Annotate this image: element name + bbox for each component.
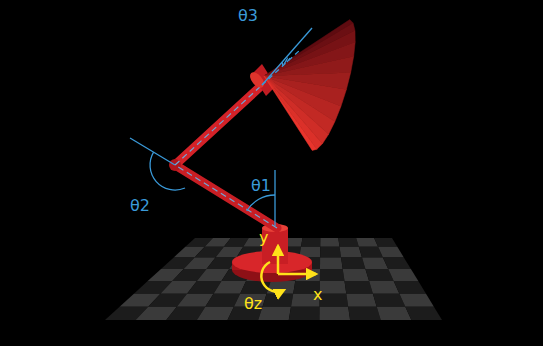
floor-tile xyxy=(341,257,365,269)
shade-facet xyxy=(264,76,317,150)
angle-label: θz xyxy=(244,296,262,312)
floor-tile xyxy=(320,269,345,281)
floor-tile xyxy=(301,238,320,247)
axis-label: x xyxy=(313,287,322,303)
shade-facet xyxy=(264,31,355,76)
floor-tile xyxy=(383,257,411,269)
floor-tile xyxy=(343,269,369,281)
floor-tile xyxy=(394,281,426,294)
axis-label: y xyxy=(259,230,268,246)
floor-tile xyxy=(388,269,418,281)
shade-facet xyxy=(264,76,322,149)
floor-tile xyxy=(405,307,442,320)
floor-tile xyxy=(345,281,373,294)
floor-tile xyxy=(346,294,376,307)
floor-tile xyxy=(377,307,412,320)
floor-tile xyxy=(320,294,349,307)
floor-tile xyxy=(340,247,363,258)
floor-tile xyxy=(263,294,294,307)
floor-tile xyxy=(374,238,397,247)
angle-marks xyxy=(130,28,312,226)
floor-tile xyxy=(320,238,339,247)
floor-tile xyxy=(399,294,434,307)
floor-tile xyxy=(289,307,320,320)
floor-tile xyxy=(320,307,351,320)
floor-tile xyxy=(197,307,234,320)
lamp-head xyxy=(247,20,355,151)
angle-label: θ3 xyxy=(238,8,258,24)
floor-tile xyxy=(320,247,341,258)
floor-tile xyxy=(258,307,291,320)
floor-tile xyxy=(378,247,404,258)
floor-tile xyxy=(338,238,359,247)
floor-tile xyxy=(348,307,381,320)
angle-label: θ1 xyxy=(251,178,271,194)
shade-facet xyxy=(264,76,329,144)
floor-tile xyxy=(320,257,343,269)
floor-tile xyxy=(320,281,347,294)
angle-label: θ2 xyxy=(130,198,150,214)
lamp-arms xyxy=(169,85,277,228)
axes xyxy=(261,246,316,292)
